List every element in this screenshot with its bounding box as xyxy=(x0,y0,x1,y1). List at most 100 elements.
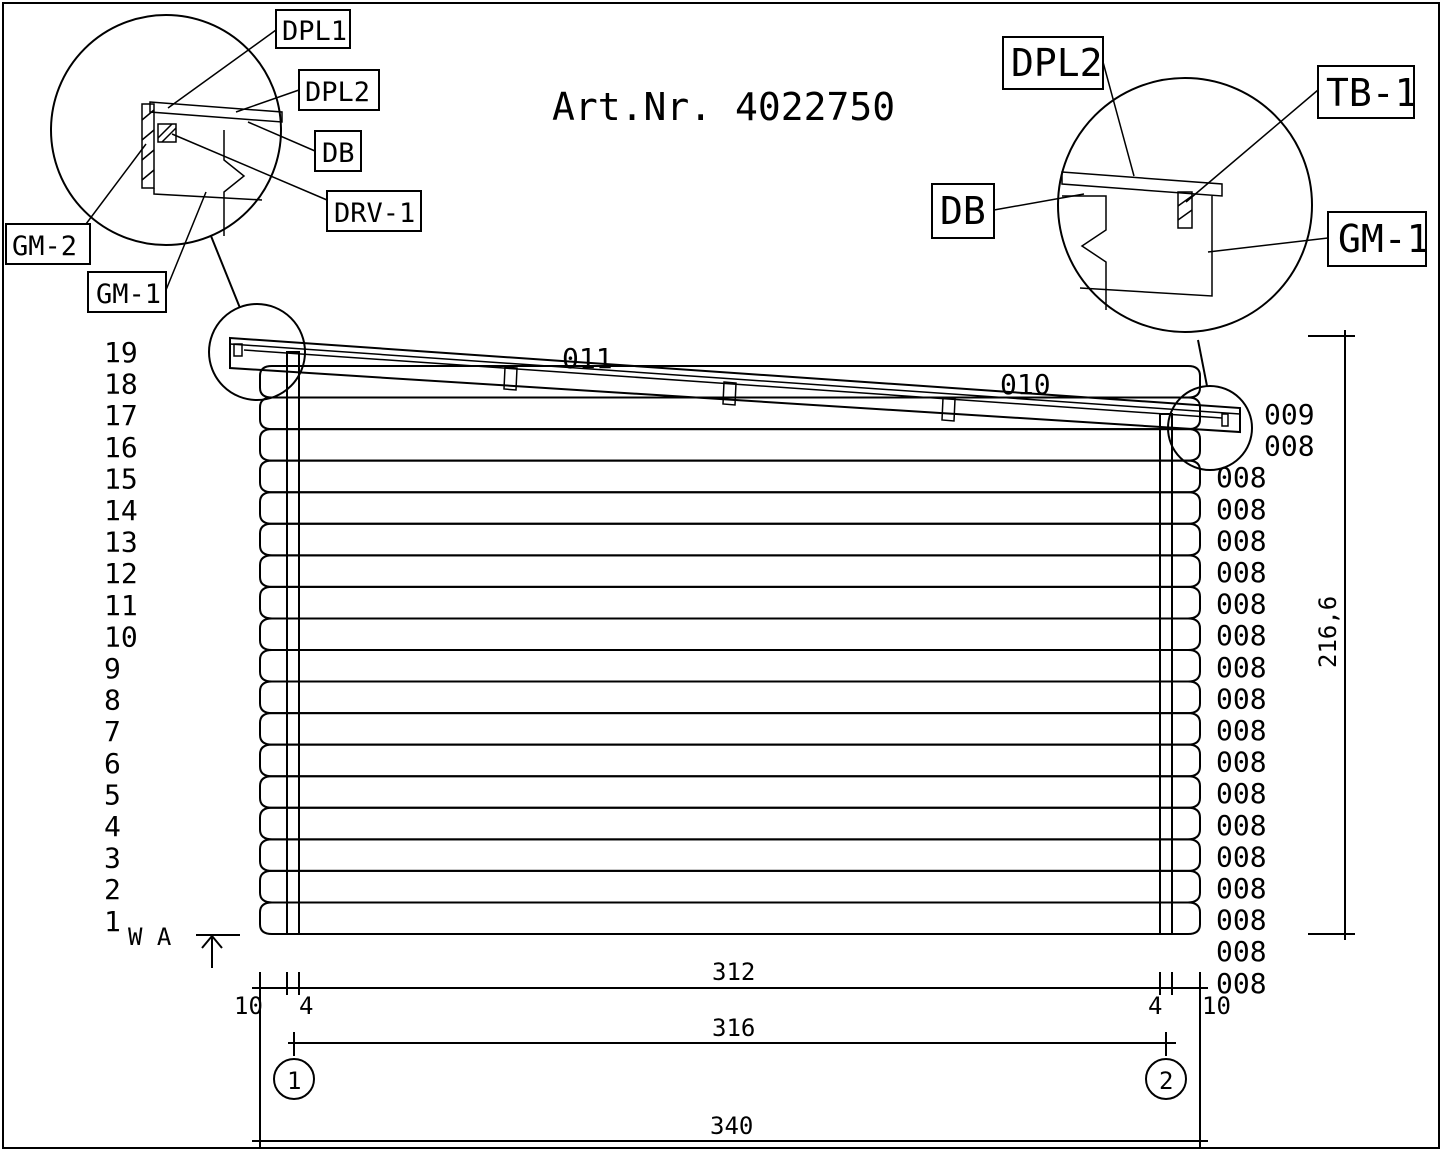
row-number-label: 10 xyxy=(104,620,138,653)
part-code-label: 008 xyxy=(1216,872,1267,905)
left-detail-drv1-block xyxy=(157,123,177,143)
row-number-label: 3 xyxy=(104,842,121,875)
part-code-label: 009 xyxy=(1264,398,1315,431)
row-number-label: 2 xyxy=(104,873,121,906)
callout-gm1-left-label: GM-1 xyxy=(96,279,161,310)
height-dimension xyxy=(1308,330,1355,940)
callout-gm1-left xyxy=(87,191,207,313)
right-offset-inner: 4 xyxy=(1148,992,1162,1020)
wall-log xyxy=(259,491,1201,525)
total-width-value: 340 xyxy=(710,1112,753,1140)
callout-tb1 xyxy=(1185,65,1415,203)
wall-log xyxy=(259,743,1201,778)
callout-db-right-label: DB xyxy=(940,189,986,233)
wall-log xyxy=(259,712,1201,746)
roof-block-3 xyxy=(941,397,956,422)
axis-width-value: 316 xyxy=(712,1014,755,1042)
wall-log xyxy=(259,680,1201,715)
callout-dpl1 xyxy=(167,9,351,109)
part-code-label: 008 xyxy=(1216,556,1267,589)
callout-db-right xyxy=(931,183,1085,239)
part-code-label: 008 xyxy=(1216,777,1267,810)
axis-marker-1-circle xyxy=(273,1058,315,1100)
part-code-label: 008 xyxy=(1216,588,1267,621)
row-number-label: 13 xyxy=(104,526,138,559)
row-number-label: 15 xyxy=(104,462,138,495)
row-number-label: 16 xyxy=(104,431,138,464)
part-code-label: 008 xyxy=(1216,809,1267,842)
roof-eave-left xyxy=(233,343,243,357)
detail-circle-right-small xyxy=(1167,385,1253,471)
wall-log xyxy=(259,585,1201,620)
left-offset-outer: 10 xyxy=(234,992,263,1020)
wall-log xyxy=(259,459,1201,494)
roof-block-2 xyxy=(722,381,737,406)
roof-part-label-010: 010 xyxy=(1000,368,1051,401)
detail-circle-right xyxy=(1057,77,1313,333)
wall-logs xyxy=(259,365,1201,935)
right-detail-roof-board xyxy=(1061,171,1223,197)
roof-assembly xyxy=(229,336,1241,434)
callout-db-left xyxy=(247,121,362,172)
row-number-label: 6 xyxy=(104,747,121,780)
row-number-label: 19 xyxy=(104,336,138,369)
roof-block-1 xyxy=(503,366,518,391)
row-number-label: 14 xyxy=(104,494,138,527)
part-code-label: 008 xyxy=(1216,682,1267,715)
part-code-label: 008 xyxy=(1216,714,1267,747)
inner-width-value: 312 xyxy=(712,958,755,986)
detail-circle-left xyxy=(50,14,282,246)
part-code-label: 008 xyxy=(1216,840,1267,873)
part-code-label: 008 xyxy=(1216,524,1267,557)
part-code-label: 008 xyxy=(1216,935,1267,968)
callout-drv1 xyxy=(171,133,422,232)
row-number-label: 11 xyxy=(104,589,138,622)
width-dimension-lines xyxy=(252,972,1208,1148)
left-detail-roof-board xyxy=(149,101,283,123)
callout-db-left-label: DB xyxy=(322,138,355,169)
part-code-label: 008 xyxy=(1216,904,1267,937)
row-number-label: 8 xyxy=(104,684,121,717)
part-code-label: 008 xyxy=(1216,746,1267,779)
wall-log xyxy=(259,806,1201,841)
roof-part-label-011: 011 xyxy=(562,342,613,375)
part-code-label: 008 xyxy=(1216,461,1267,494)
ground-arrow xyxy=(196,934,240,968)
axis-marker-2: 2 xyxy=(1159,1067,1173,1095)
wall-log xyxy=(259,649,1201,683)
wall-log xyxy=(259,869,1201,904)
left-post xyxy=(286,351,300,935)
row-number-label: 7 xyxy=(104,715,121,748)
callout-tb1-label: TB-1 xyxy=(1326,71,1418,115)
height-dimension-value: 216,6 xyxy=(1314,596,1342,668)
row-number-label: 5 xyxy=(104,778,121,811)
wall-log xyxy=(259,617,1201,651)
left-offset-inner: 4 xyxy=(299,992,313,1020)
wall-log xyxy=(259,901,1201,935)
row-number-label: 12 xyxy=(104,557,138,590)
detail-right xyxy=(1057,77,1313,333)
detail-leader-left xyxy=(210,235,241,309)
callout-gm1-right-label: GM-1 xyxy=(1338,217,1430,261)
detail-left xyxy=(50,14,283,246)
wall-log xyxy=(259,522,1201,557)
row-number-label: 17 xyxy=(104,399,138,432)
row-number-label: 18 xyxy=(104,368,138,401)
part-code-label: 008 xyxy=(1264,430,1315,463)
left-detail-gm2-strip xyxy=(141,103,155,189)
ground-label: W A xyxy=(128,923,172,951)
callout-dpl2-right-label: DPL2 xyxy=(1011,41,1103,85)
wall-log xyxy=(259,396,1201,431)
callout-dpl1-label: DPL1 xyxy=(282,16,347,47)
wall-log xyxy=(259,428,1201,462)
part-code-label: 008 xyxy=(1216,651,1267,684)
part-code-column: 0090080080080080080080080080080080080080… xyxy=(1216,398,1315,1000)
axis-marker-1: 1 xyxy=(287,1067,301,1095)
callout-drv1-label: DRV-1 xyxy=(334,198,415,229)
callout-gm1-right xyxy=(1207,211,1427,267)
callout-dpl2-left-label: DPL2 xyxy=(305,77,370,108)
article-number-title: Art.Nr. 4022750 xyxy=(552,85,895,129)
